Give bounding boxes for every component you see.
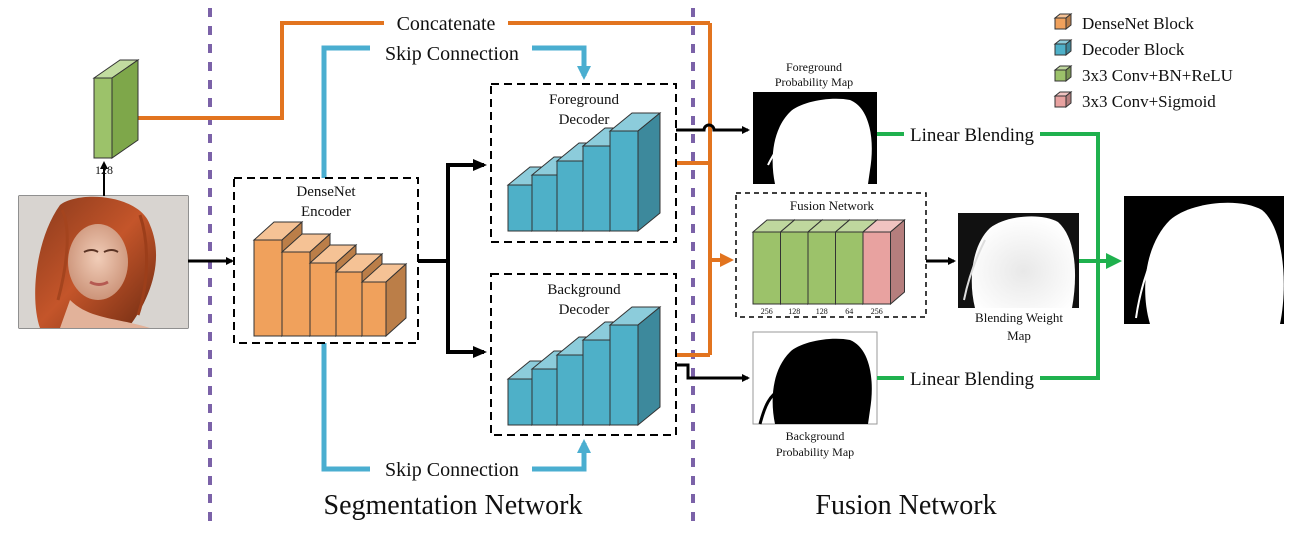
- output-alpha-matte: [1124, 196, 1284, 324]
- linear-blending-connections: [877, 132, 1122, 380]
- foreground-decoder-title-line2: Decoder: [559, 112, 610, 128]
- fusion-layer-channels: 128: [816, 307, 828, 316]
- encoder-title-line2: Encoder: [301, 204, 351, 220]
- fusion-layer-5: [861, 218, 906, 306]
- background-decoder-blocks: [506, 305, 662, 427]
- fusion-layer-channels: 256: [761, 307, 773, 316]
- background-map-label-line1: Background: [786, 429, 845, 443]
- fusion-network-title: Fusion Network: [790, 198, 875, 213]
- blending-weight-map: [958, 213, 1079, 308]
- foreground-decoder-title-line1: Foreground: [549, 92, 619, 108]
- background-map-label-line2: Probability Map: [776, 445, 854, 459]
- linear-blending-top-label: Linear Blending: [910, 125, 1034, 146]
- background-decoder-title-line1: Background: [547, 282, 621, 298]
- concatenate-connection: [138, 21, 734, 357]
- green-cube-icon: [1053, 64, 1073, 83]
- legend-label: Decoder Block: [1082, 40, 1185, 59]
- feature-block-128: [92, 59, 140, 159]
- skip-connection-bottom-label: Skip Connection: [385, 459, 519, 481]
- background-probability-map: [752, 331, 878, 425]
- encoder-title-line1: DenseNet: [296, 184, 356, 200]
- segmentation-network-title: Segmentation Network: [324, 490, 583, 521]
- legend-label: DenseNet Block: [1082, 14, 1194, 33]
- legend-label: 3x3 Conv+Sigmoid: [1082, 92, 1216, 111]
- background-decoder-block-5: [608, 305, 662, 427]
- densenet-block-5: [360, 262, 408, 338]
- skip-connection-top: [321, 45, 591, 178]
- concatenate-label: Concatenate: [397, 13, 496, 35]
- fusion-network-box: [735, 192, 927, 318]
- foreground-decoder-blocks: [506, 111, 662, 233]
- orange-cube-icon: [1053, 12, 1073, 31]
- fusion-layers: 256 128 128 64 256: [751, 218, 906, 316]
- blending-map-label-line2: Map: [1007, 328, 1031, 343]
- fusion-network-section-title: Fusion Network: [815, 490, 996, 521]
- legend-item: 3x3 Conv+Sigmoid: [1053, 90, 1216, 111]
- linear-blending-bottom-label: Linear Blending: [910, 369, 1034, 390]
- fusion-layer-channels: 64: [845, 307, 853, 316]
- encoder-branch-arrows: [418, 159, 487, 358]
- encoder-blocks: [252, 220, 408, 338]
- foreground-map-label-line2: Probability Map: [775, 75, 853, 89]
- legend-item: 3x3 Conv+BN+ReLU: [1053, 64, 1233, 85]
- skip-connection-bottom: [321, 343, 591, 472]
- pink-cube-icon: [1053, 90, 1073, 109]
- blending-map-label-line1: Blending Weight: [975, 310, 1063, 325]
- legend-label: 3x3 Conv+BN+ReLU: [1082, 66, 1233, 85]
- input-photo: [18, 195, 189, 329]
- legend-item: Decoder Block: [1053, 38, 1185, 59]
- blue-cube-icon: [1053, 38, 1073, 57]
- foreground-map-label-line1: Foreground: [786, 60, 842, 74]
- skip-connection-top-label: Skip Connection: [385, 43, 519, 65]
- foreground-decoder-box: [490, 83, 677, 243]
- fusion-layer-channels: 128: [788, 307, 800, 316]
- background-decoder-title-line2: Decoder: [559, 302, 610, 318]
- fusion-layer-channels: 256: [871, 307, 883, 316]
- legend-item: DenseNet Block: [1053, 12, 1194, 33]
- background-decoder-box: [490, 273, 677, 436]
- feature-block-channels: 128: [95, 163, 113, 177]
- decoder-output-arrows: [676, 123, 750, 382]
- foreground-decoder-block-5: [608, 111, 662, 233]
- foreground-probability-map: [753, 92, 877, 184]
